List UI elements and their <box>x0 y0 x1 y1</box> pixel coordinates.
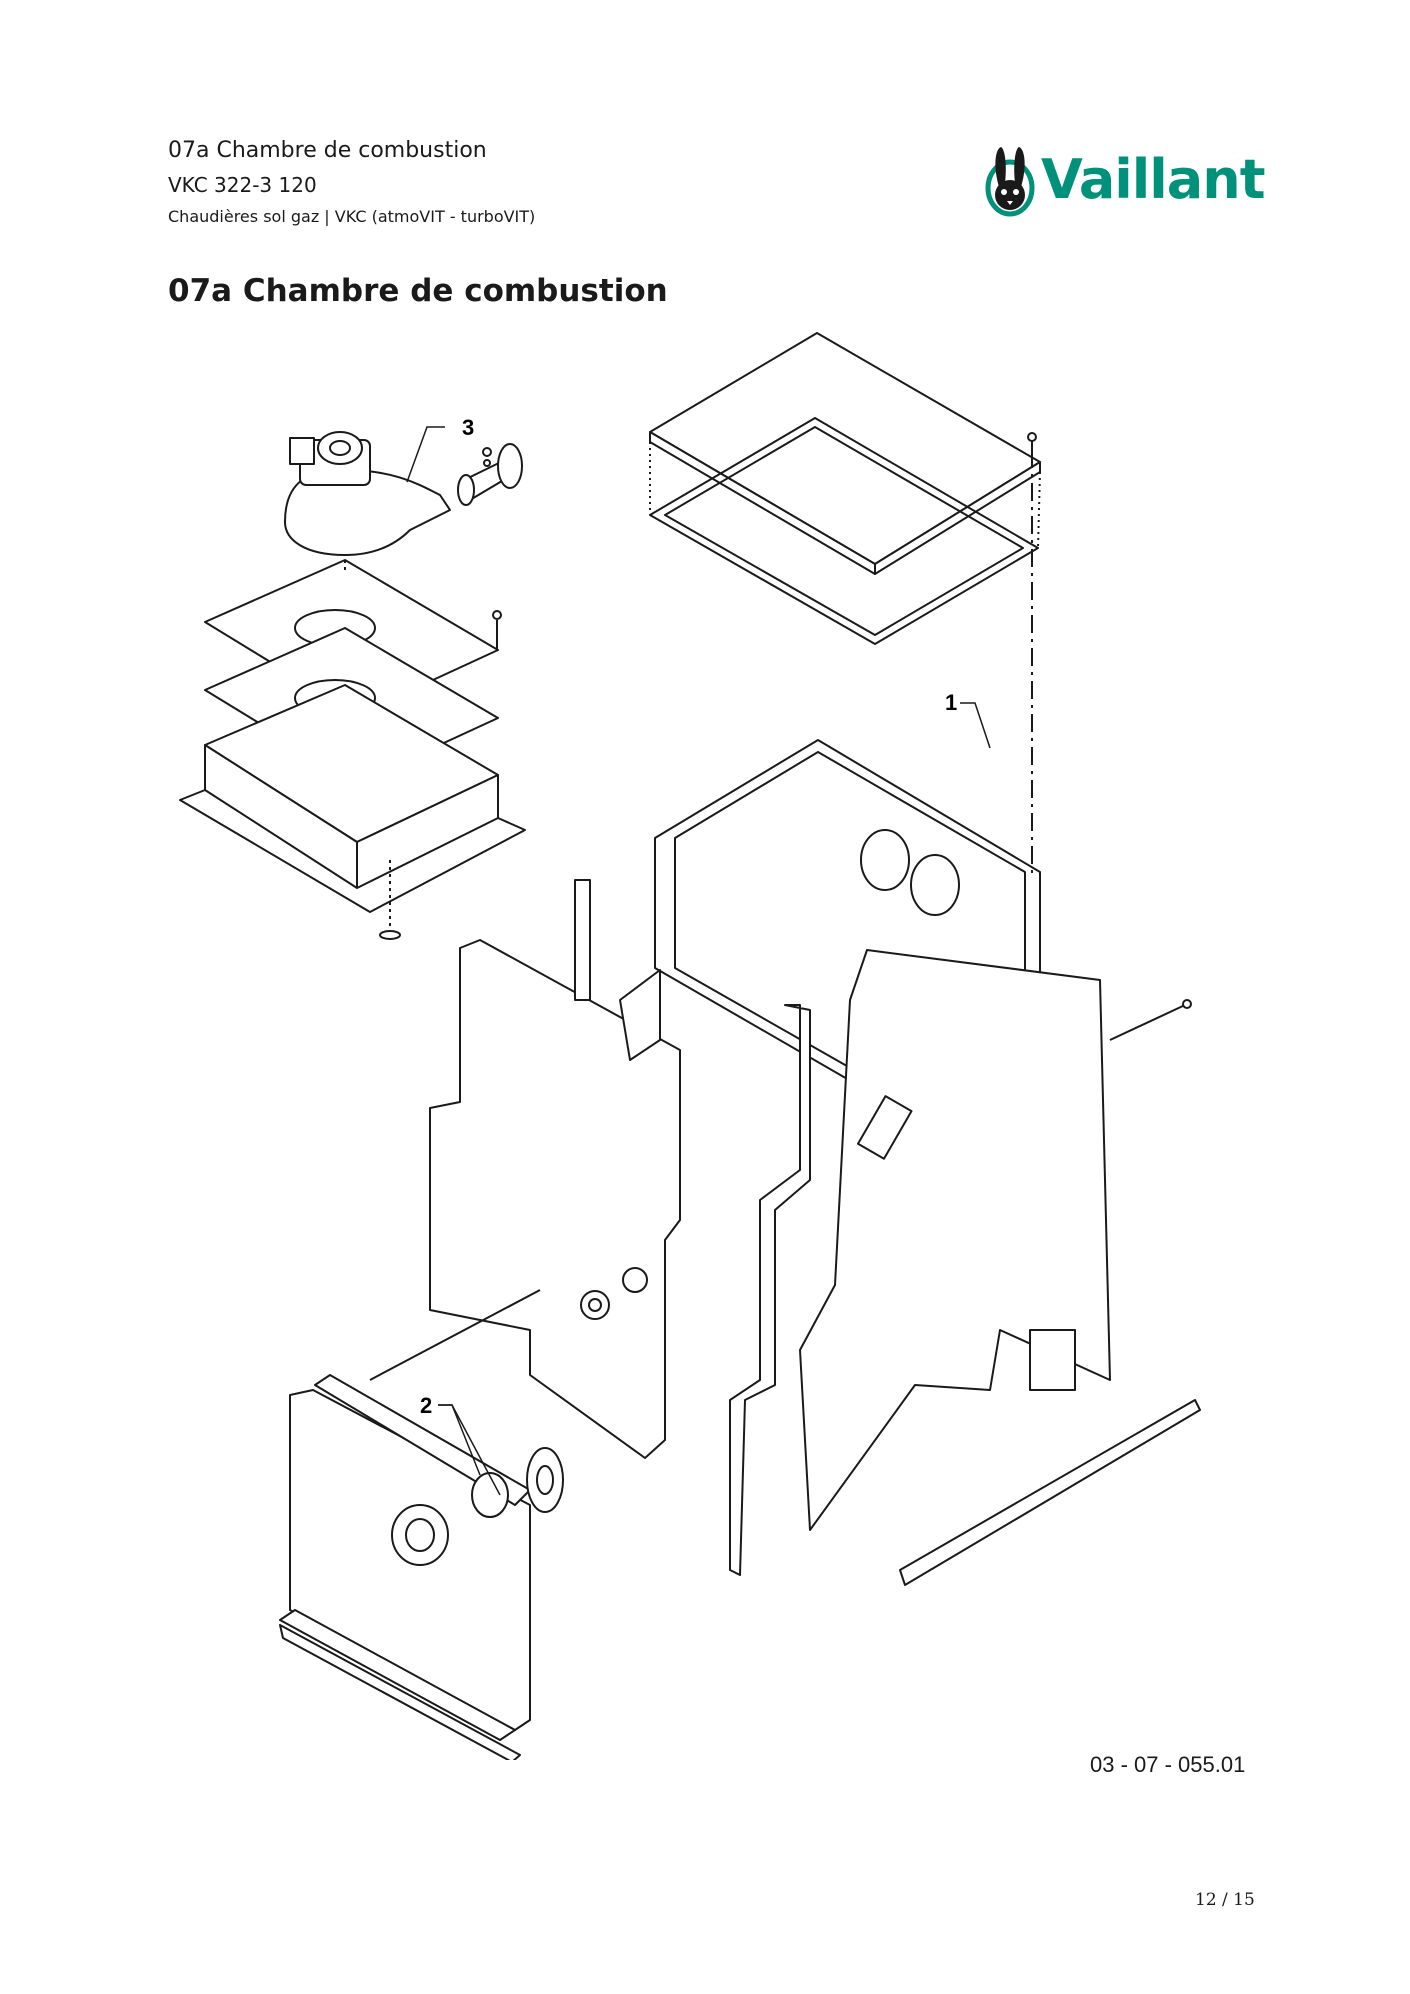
drawing-number: 03 - 07 - 055.01 <box>1090 1752 1246 1777</box>
document-header: 07a Chambre de combustion VKC 322-3 120 … <box>168 134 535 232</box>
burner-box <box>179 684 526 940</box>
callout-leaders <box>406 426 991 1496</box>
callout-2: 2 <box>420 1393 432 1418</box>
header-model: VKC 322-3 120 <box>168 173 317 197</box>
exploded-view-diagram: 1 2 3 <box>179 332 1201 1760</box>
callout-1: 1 <box>945 690 957 715</box>
page-number: 12 / 15 <box>1195 1890 1255 1910</box>
side-panel-left <box>369 939 681 1459</box>
page-title: 07a Chambre de combustion <box>168 273 668 309</box>
header-section: 07a Chambre de combustion <box>168 138 487 163</box>
header-category: Chaudières sol gaz | VKC (atmoVIT - turb… <box>168 207 536 226</box>
bottom-strips <box>899 999 1201 1586</box>
top-cover-plate <box>649 332 1041 645</box>
front-panel-lower <box>279 1374 564 1760</box>
vaillant-logo: Vaillant <box>983 143 1266 223</box>
logo-wordmark: Vaillant <box>1041 148 1266 211</box>
vertical-brackets <box>574 879 811 1576</box>
fan-assembly <box>284 431 523 556</box>
hare-icon <box>985 147 1035 217</box>
combustion-chamber-body <box>654 450 1111 1531</box>
callout-3: 3 <box>462 415 474 440</box>
